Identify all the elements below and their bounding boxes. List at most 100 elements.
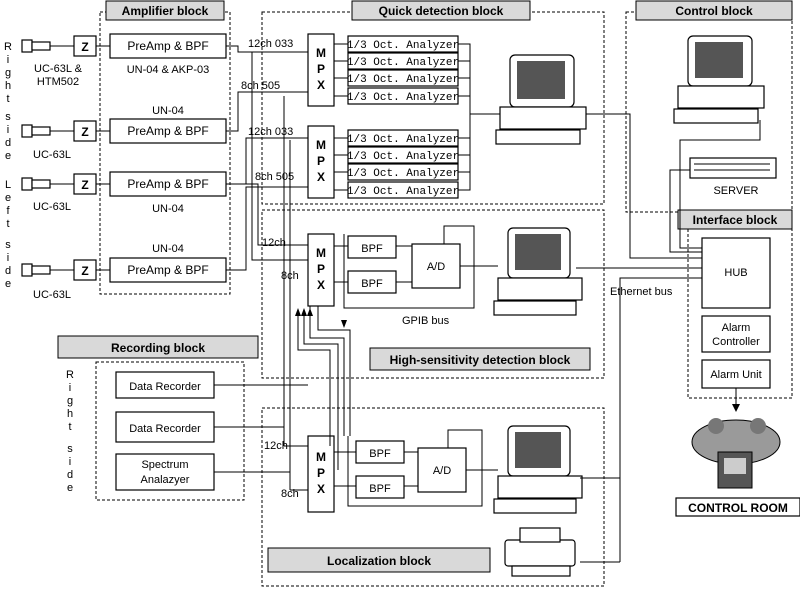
svg-text:8ch: 8ch [281, 488, 299, 500]
computer-high-icon [493, 227, 583, 316]
svg-text:g: g [67, 395, 73, 407]
svg-text:12ch 033: 12ch 033 [248, 38, 293, 50]
high-bpf-ad: BPF BPF A/D GPIB bus [334, 225, 498, 327]
sensor-1: Z UC-63L & HTM502 [21, 35, 110, 88]
svg-text:M: M [316, 46, 326, 60]
preamp-3: PreAmp & BPF UN-04 [109, 171, 227, 215]
sensor-4: Z UC-63L [21, 259, 110, 301]
svg-text:Analazyer: Analazyer [141, 474, 190, 486]
svg-text:8ch 505: 8ch 505 [241, 80, 280, 92]
svg-text:A/D: A/D [427, 261, 445, 273]
svg-text:R: R [66, 369, 74, 381]
svg-text:1/3 Oct. Analyzer: 1/3 Oct. Analyzer [347, 168, 459, 180]
control-block-header: Control block [635, 0, 793, 21]
svg-text:L: L [5, 179, 11, 191]
svg-text:X: X [317, 170, 325, 184]
svg-text:Data Recorder: Data Recorder [129, 381, 201, 393]
svg-text:UC-63L: UC-63L [33, 149, 71, 161]
svg-text:d: d [5, 137, 11, 149]
svg-text:e: e [67, 482, 73, 494]
svg-text:Control block: Control block [675, 4, 753, 18]
svg-text:1/3 Oct. Analyzer: 1/3 Oct. Analyzer [347, 151, 459, 163]
svg-text:Spectrum: Spectrum [141, 459, 188, 471]
control-room-icon [691, 418, 781, 489]
svg-text:12ch 033: 12ch 033 [248, 126, 293, 138]
mpx-quick-1: M P X [307, 33, 335, 107]
svg-text:P: P [317, 62, 325, 76]
cross-wiring [295, 306, 351, 470]
svg-text:e: e [5, 192, 11, 204]
svg-text:1/3 Oct. Analyzer: 1/3 Oct. Analyzer [347, 186, 459, 198]
svg-text:PreAmp & BPF: PreAmp & BPF [127, 177, 208, 191]
svg-text:BPF: BPF [361, 243, 383, 255]
svg-text:d: d [67, 469, 73, 481]
svg-text:PreAmp & BPF: PreAmp & BPF [127, 263, 208, 277]
svg-text:PreAmp & BPF: PreAmp & BPF [127, 39, 208, 53]
svg-text:Z: Z [81, 178, 88, 192]
mpx-quick-2: M P X [307, 125, 335, 199]
svg-text:Quick detection block: Quick detection block [379, 4, 504, 18]
svg-text:t: t [68, 421, 71, 433]
svg-text:Recording block: Recording block [111, 341, 205, 355]
svg-text:g: g [5, 67, 11, 79]
mpx-high: M P X [307, 233, 335, 307]
svg-text:BPF: BPF [369, 448, 391, 460]
high-sensitivity-block-header: High-sensitivity detection block [369, 347, 591, 371]
spectrum-analyzer: Spectrum Analazyer [115, 453, 290, 491]
svg-text:1/3 Oct. Analyzer: 1/3 Oct. Analyzer [347, 74, 459, 86]
svg-text:UC-63L &: UC-63L & [34, 63, 83, 75]
mpx-localization: M P X [307, 435, 335, 513]
svg-text:8ch: 8ch [281, 270, 299, 282]
svg-text:s: s [5, 111, 11, 123]
data-recorder-2: Data Recorder [115, 411, 284, 443]
svg-text:t: t [6, 218, 9, 230]
svg-text:s: s [5, 239, 11, 251]
svg-text:UC-63L: UC-63L [33, 289, 71, 301]
svg-text:PreAmp & BPF: PreAmp & BPF [127, 124, 208, 138]
side-label-left: L e f t s i d e [5, 179, 11, 290]
computer-control-icon [673, 35, 765, 124]
svg-text:GPIB bus: GPIB bus [402, 315, 450, 327]
svg-text:X: X [317, 278, 325, 292]
svg-text:P: P [317, 154, 325, 168]
channel-labels: 12ch 033 8ch 505 12ch 033 8ch 505 12ch 8… [241, 38, 299, 500]
computer-localization-icon [493, 425, 583, 514]
svg-text:i: i [7, 54, 9, 66]
localization-block-header: Localization block [267, 547, 491, 573]
svg-text:8ch 505: 8ch 505 [255, 171, 294, 183]
svg-text:UN-04 & AKP-03: UN-04 & AKP-03 [127, 64, 210, 76]
side-label-right-top: R i g h t s i d e [4, 41, 12, 162]
svg-text:UN-04: UN-04 [152, 105, 184, 117]
alarm-arrow [732, 404, 740, 412]
svg-text:d: d [5, 265, 11, 277]
alarm-unit-box: Alarm Unit [701, 359, 771, 389]
svg-text:e: e [5, 150, 11, 162]
amplifier-block-header: Amplifier block [105, 0, 225, 21]
svg-text:12ch: 12ch [264, 440, 288, 452]
svg-text:i: i [7, 252, 9, 264]
svg-text:h: h [67, 408, 73, 420]
svg-text:M: M [316, 450, 326, 464]
svg-text:12ch: 12ch [262, 237, 286, 249]
svg-text:f: f [6, 205, 10, 217]
svg-text:X: X [317, 78, 325, 92]
svg-text:e: e [5, 278, 11, 290]
svg-text:HTM502: HTM502 [37, 76, 79, 88]
svg-text:Interface block: Interface block [693, 213, 778, 227]
svg-text:P: P [317, 466, 325, 480]
quick-detection-block-header: Quick detection block [351, 0, 531, 21]
svg-text:i: i [69, 382, 71, 394]
svg-text:CONTROL ROOM: CONTROL ROOM [688, 501, 788, 515]
svg-text:M: M [316, 138, 326, 152]
localization-block-outline [261, 407, 605, 587]
svg-text:BPF: BPF [369, 483, 391, 495]
alarm-controller-box: Alarm Controller [701, 315, 771, 353]
svg-text:Controller: Controller [712, 336, 760, 348]
svg-text:UN-04: UN-04 [152, 203, 184, 215]
svg-text:Alarm: Alarm [722, 322, 751, 334]
svg-text:Data Recorder: Data Recorder [129, 423, 201, 435]
preamp-4: UN-04 PreAmp & BPF [109, 243, 227, 283]
svg-text:1/3 Oct. Analyzer: 1/3 Oct. Analyzer [347, 92, 459, 104]
svg-text:Alarm Unit: Alarm Unit [710, 369, 761, 381]
svg-text:1/3 Oct. Analyzer: 1/3 Oct. Analyzer [347, 57, 459, 69]
